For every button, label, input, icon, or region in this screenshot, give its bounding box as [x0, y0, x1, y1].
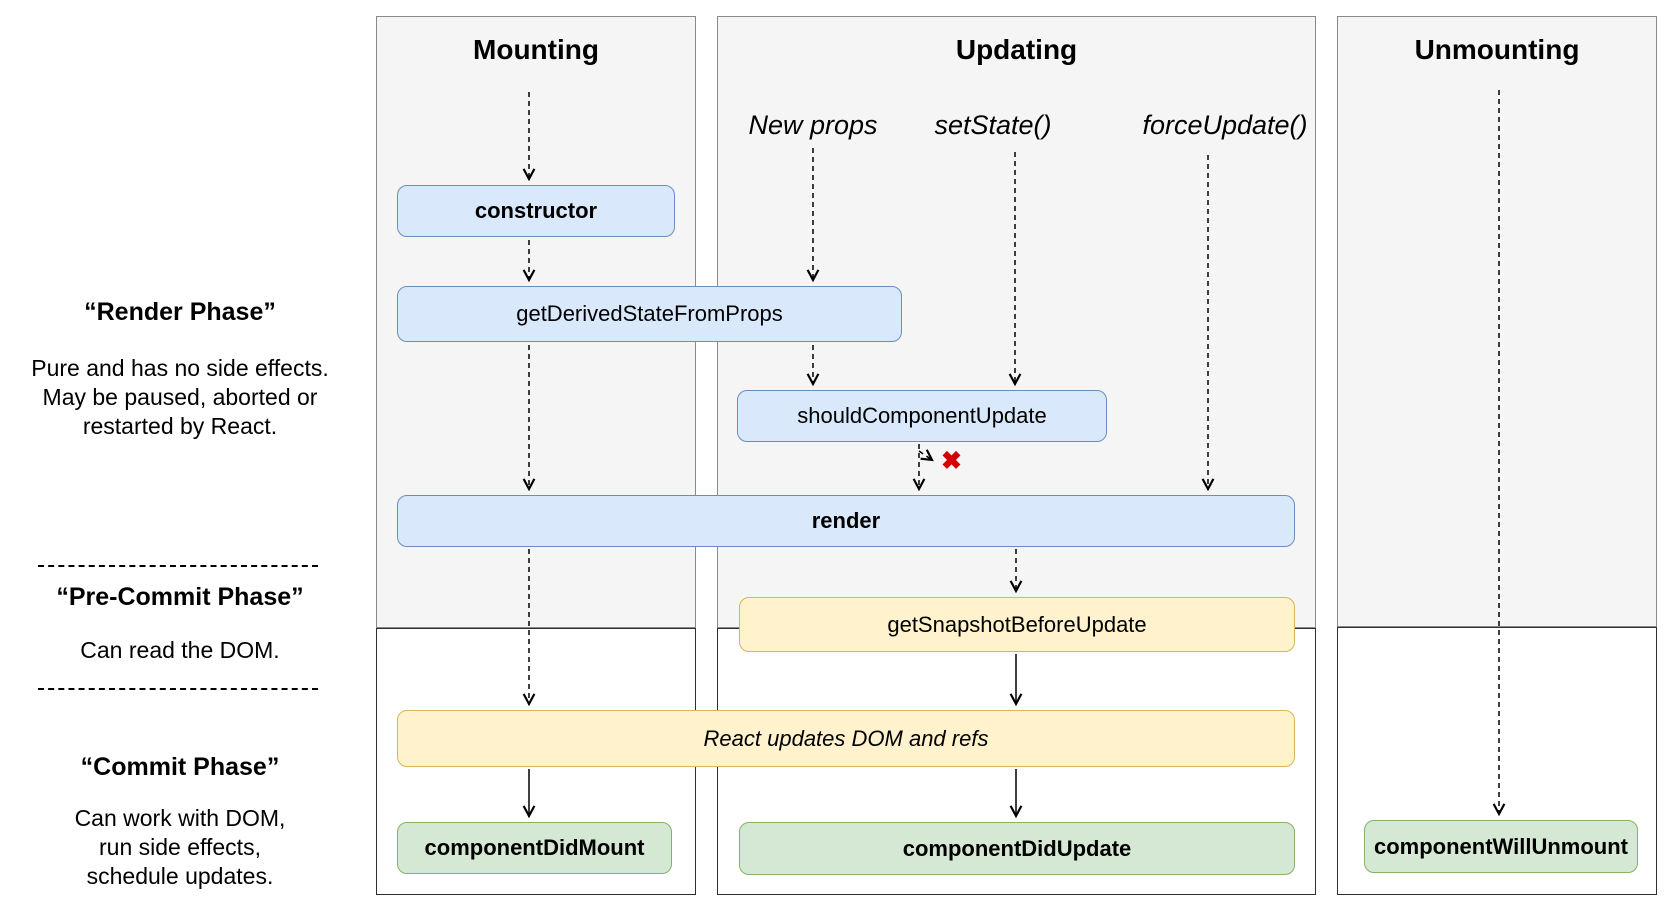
text-line: Can work with DOM,	[74, 805, 286, 831]
phase-divider	[38, 688, 318, 690]
text-line: schedule updates.	[86, 863, 274, 889]
render-box: render	[397, 495, 1295, 547]
component-did-mount-box: componentDidMount	[397, 822, 672, 874]
unmounting-render-phase-region	[1337, 16, 1657, 627]
commit-phase-description: Can work with DOM, run side effects, sch…	[30, 804, 330, 891]
render-phase-description: Pure and has no side effects. May be pau…	[30, 354, 330, 441]
react-updates-dom-box: React updates DOM and refs	[397, 710, 1295, 767]
text-line: Pure and has no side effects.	[31, 355, 329, 381]
updating-column-title: Updating	[955, 34, 1078, 65]
commit-phase-title: “Commit Phase”	[80, 753, 280, 781]
halt-x-icon: ✖	[941, 447, 962, 475]
pre-commit-phase-title: “Pre-Commit Phase”	[56, 583, 304, 611]
constructor-box: constructor	[397, 185, 675, 237]
phase-divider	[38, 565, 318, 567]
component-will-unmount-box: componentWillUnmount	[1364, 820, 1638, 873]
get-snapshot-before-update-box: getSnapshotBeforeUpdate	[739, 597, 1295, 652]
should-component-update-box: shouldComponentUpdate	[737, 390, 1107, 442]
trigger-force-update: forceUpdate()	[1142, 110, 1308, 140]
text-line: Can read the DOM.	[80, 637, 280, 663]
text-line: May be paused, aborted or	[42, 384, 318, 410]
get-derived-state-from-props-box: getDerivedStateFromProps	[397, 286, 902, 342]
mounting-column-title: Mounting	[473, 34, 599, 65]
pre-commit-phase-description: Can read the DOM.	[30, 636, 330, 665]
component-did-update-box: componentDidUpdate	[739, 822, 1295, 875]
trigger-set-state: setState()	[934, 110, 1052, 140]
text-line: run side effects,	[99, 834, 261, 860]
arrow-shouldupdate-to-halt	[918, 451, 932, 460]
trigger-new-props: New props	[748, 110, 878, 140]
unmounting-column-title: Unmounting	[1414, 34, 1580, 65]
render-phase-title: “Render Phase”	[84, 298, 276, 326]
text-line: restarted by React.	[82, 413, 278, 439]
